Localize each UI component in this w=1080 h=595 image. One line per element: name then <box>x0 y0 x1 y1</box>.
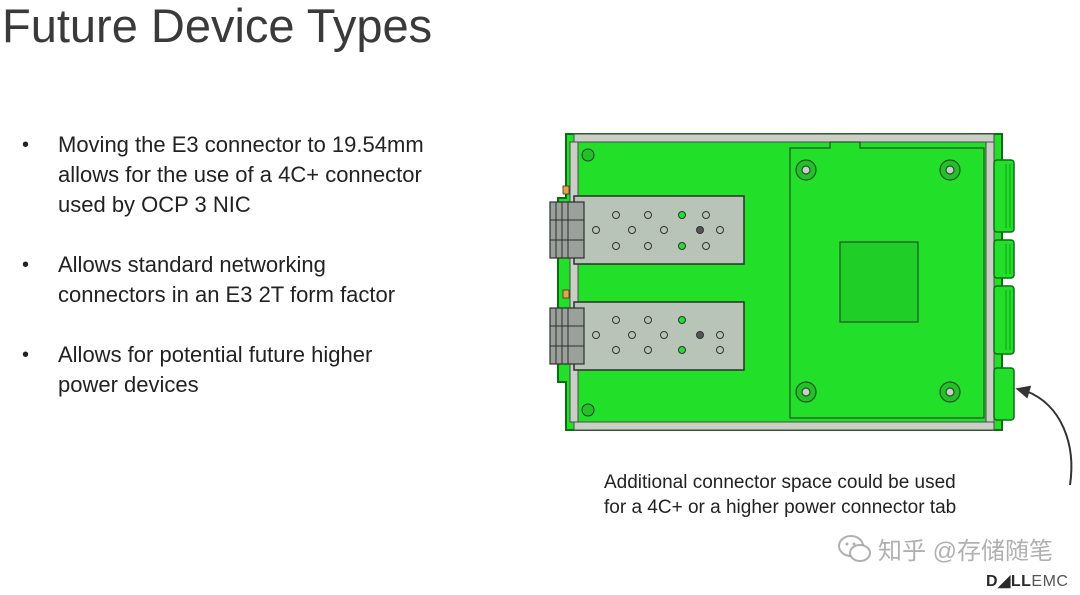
card-outline <box>557 133 1003 431</box>
caption-line: Additional connector space could be used <box>604 472 956 493</box>
bullet-item: Allows for potential future higher power… <box>22 340 502 400</box>
curved-arrow-icon <box>1015 385 1073 486</box>
edge-connector-fingers <box>993 159 1015 421</box>
emc-logo-text: EMC <box>1031 573 1069 590</box>
mounting-hole <box>581 148 595 417</box>
wechat-logo-icon <box>838 534 871 562</box>
bullet-item: Moving the E3 connector to 19.54mm allow… <box>22 130 502 220</box>
sfp-cage-bottom <box>549 301 745 371</box>
bullet-line: connectors in an E3 2T form factor <box>58 282 396 307</box>
bullet-line: Moving the E3 connector to 19.54mm <box>58 132 424 157</box>
watermark: 知乎 @存储随笔 <box>838 531 1053 566</box>
standoff-holes <box>795 159 961 403</box>
diagram-caption: Additional connector space could be used… <box>604 470 1044 520</box>
bullet-line: used by OCP 3 NIC <box>58 192 251 217</box>
watermark-text: 知乎 @存储随笔 <box>878 538 1054 565</box>
slide-title: Future Device Types <box>2 0 433 52</box>
bullet-list: Moving the E3 connector to 19.54mm allow… <box>22 130 502 430</box>
led-indicators <box>562 185 570 299</box>
bullet-line: allows for the use of a 4C+ connector <box>58 162 422 187</box>
connector-pins <box>1005 164 1011 350</box>
dell-emc-logo: D◢LLEMC <box>986 571 1068 591</box>
dell-logo-text: D◢LL <box>986 573 1032 590</box>
bullet-line: Allows standard networking <box>58 252 326 277</box>
e3-card-diagram <box>549 133 1015 431</box>
caption-line: for a 4C+ or a higher power connector ta… <box>604 497 957 518</box>
bullet-item: Allows standard networking connectors in… <box>22 250 502 310</box>
device-region <box>789 141 985 419</box>
sfp-cage-top <box>549 195 745 265</box>
bullet-line: power devices <box>58 372 199 397</box>
bullet-line: Allows for potential future higher <box>58 342 373 367</box>
